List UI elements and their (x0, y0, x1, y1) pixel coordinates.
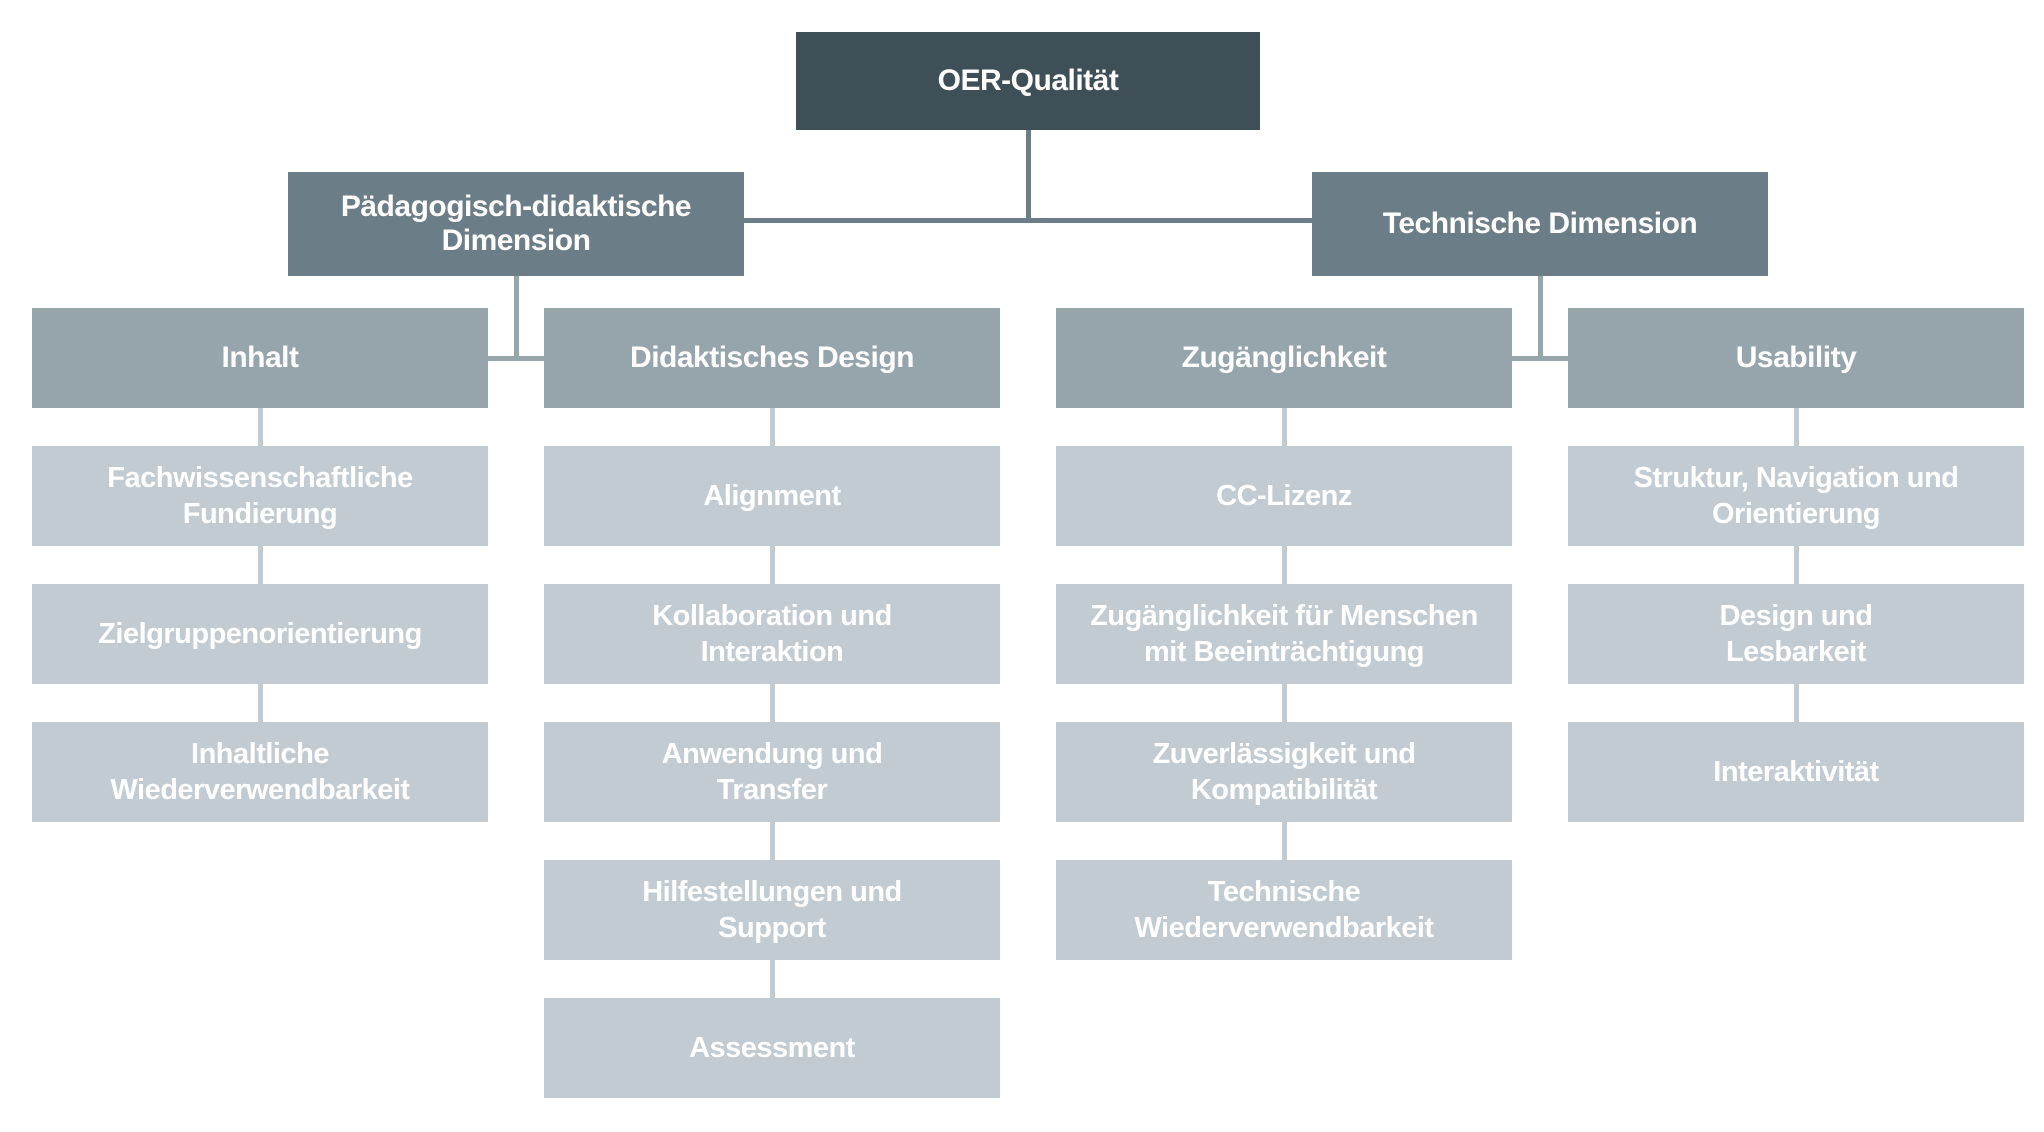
leaf-box-design-und-lesbarkeit: Design und Lesbarkeit (1568, 584, 2024, 684)
root-box-oer-qualitaet: OER-Qualität (796, 32, 1260, 130)
category-column-usability: Usability Struktur, Navigation und Orien… (1568, 308, 2024, 822)
connector-leaf-line (257, 546, 263, 584)
leaf-box-label: Interaktivität (1713, 756, 1879, 788)
leaf-box-label: Anwendung und Transfer (661, 738, 883, 806)
category-box-zugaenglichkeit: Zugänglichkeit (1056, 308, 1512, 408)
connector-paedagogisch-drop-line (514, 276, 519, 361)
connector-leaf-line (257, 684, 263, 722)
connector-leaf-line (769, 684, 775, 722)
leaf-box-label: CC-Lizenz (1216, 480, 1352, 512)
dimension-box-technische: Technische Dimension (1312, 172, 1768, 276)
leaf-box-anwendung-und-transfer: Anwendung und Transfer (544, 722, 1000, 822)
connector-leaf-line (1793, 546, 1799, 584)
connector-leaf-line (769, 546, 775, 584)
connector-dimensions-horizontal-line (744, 218, 1312, 223)
leaf-box-label: Assessment (689, 1032, 855, 1064)
category-column-didaktisches-design: Didaktisches Design Alignment Kollaborat… (544, 308, 1000, 1098)
connector-leaf-line (1281, 546, 1287, 584)
leaf-box-zielgruppenorientierung: Zielgruppenorientierung (32, 584, 488, 684)
leaf-box-zuverlaessigkeit-und-kompatibilitaet: Zuverlässigkeit und Kompatibilität (1056, 722, 1512, 822)
leaf-box-label: Technische Wiederverwendbarkeit (1134, 876, 1434, 944)
leaf-box-label: Struktur, Navigation und Orientierung (1633, 462, 1959, 530)
category-box-label: Usability (1735, 341, 1857, 374)
category-box-inhalt: Inhalt (32, 308, 488, 408)
dimension-box-label: Technische Dimension (1382, 207, 1698, 240)
leaf-box-cc-lizenz: CC-Lizenz (1056, 446, 1512, 546)
leaf-box-label: Fachwissenschaftliche Fundierung (107, 462, 413, 530)
leaf-box-technische-wiederverwendbarkeit: Technische Wiederverwendbarkeit (1056, 860, 1512, 960)
leaf-box-struktur-navigation-und-orientierung: Struktur, Navigation und Orientierung (1568, 446, 2024, 546)
leaf-box-label: Inhaltliche Wiederverwendbarkeit (110, 738, 410, 806)
category-box-didaktisches-design: Didaktisches Design (544, 308, 1000, 408)
leaf-box-kollaboration-und-interaktion: Kollaboration und Interaktion (544, 584, 1000, 684)
leaf-box-inhaltliche-wiederverwendbarkeit: Inhaltliche Wiederverwendbarkeit (32, 722, 488, 822)
category-box-label: Zugänglichkeit (1181, 341, 1387, 374)
connector-leaf-line (769, 822, 775, 860)
dimension-box-label: Pädagogisch-didaktische Dimension (340, 190, 692, 257)
connector-leaf-line (1281, 822, 1287, 860)
connector-leaf-line (257, 408, 263, 446)
connector-leaf-line (769, 408, 775, 446)
leaf-box-label: Zielgruppenorientierung (98, 618, 422, 650)
connector-technische-drop-line (1538, 276, 1543, 361)
category-box-usability: Usability (1568, 308, 2024, 408)
connector-leaf-line (769, 960, 775, 998)
leaf-box-fachwissenschaftliche-fundierung: Fachwissenschaftliche Fundierung (32, 446, 488, 546)
connector-technische-horizontal-stub (1512, 356, 1568, 361)
leaf-box-label: Alignment (703, 480, 841, 512)
leaf-box-alignment: Alignment (544, 446, 1000, 546)
dimension-box-paedagogisch-didaktische: Pädagogisch-didaktische Dimension (288, 172, 744, 276)
leaf-box-label: Zugänglichkeit für Menschen mit Beeinträ… (1090, 600, 1478, 668)
connector-paedagogisch-horizontal-stub (488, 356, 544, 361)
category-column-inhalt: Inhalt Fachwissenschaftliche Fundierung … (32, 308, 488, 822)
root-box-label: OER-Qualität (937, 64, 1119, 97)
leaf-box-label: Design und Lesbarkeit (1719, 600, 1873, 668)
connector-leaf-line (1793, 408, 1799, 446)
leaf-box-assessment: Assessment (544, 998, 1000, 1098)
connector-leaf-line (1281, 684, 1287, 722)
connector-leaf-line (1793, 684, 1799, 722)
leaf-box-hilfestellungen-und-support: Hilfestellungen und Support (544, 860, 1000, 960)
category-box-label: Inhalt (221, 341, 300, 374)
leaf-box-label: Hilfestellungen und Support (642, 876, 902, 944)
connector-root-drop-line (1026, 130, 1031, 222)
leaf-box-label: Kollaboration und Interaktion (652, 600, 892, 668)
category-column-zugaenglichkeit: Zugänglichkeit CC-Lizenz Zugänglichkeit … (1056, 308, 1512, 960)
category-box-label: Didaktisches Design (630, 341, 914, 374)
connector-leaf-line (1281, 408, 1287, 446)
leaf-box-interaktivitaet: Interaktivität (1568, 722, 2024, 822)
leaf-box-label: Zuverlässigkeit und Kompatibilität (1152, 738, 1416, 806)
leaf-box-zugaenglichkeit-fuer-menschen-mit-beeintraechtigung: Zugänglichkeit für Menschen mit Beeinträ… (1056, 584, 1512, 684)
